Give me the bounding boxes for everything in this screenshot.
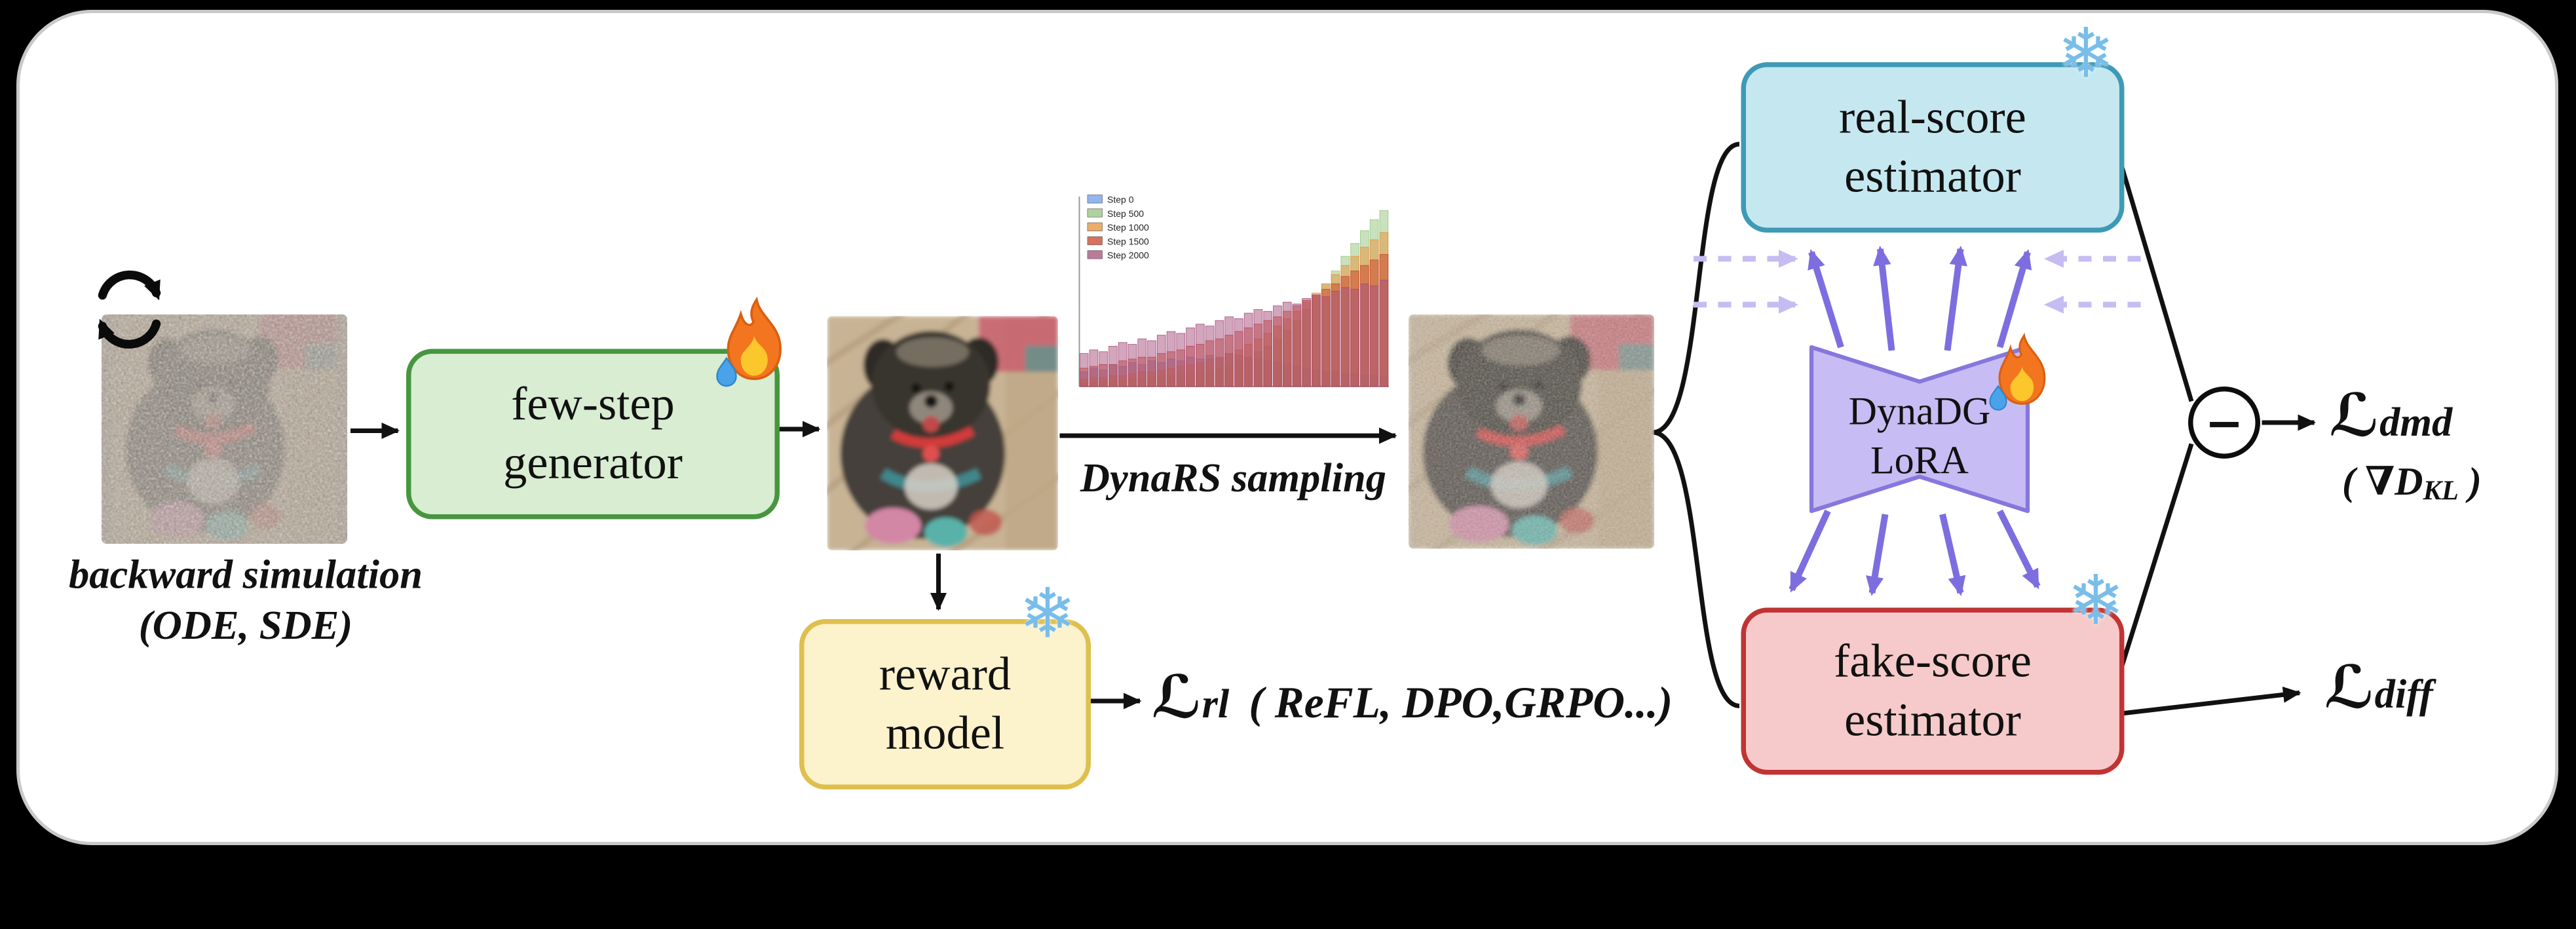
script-l: ℒ [2329, 383, 2380, 451]
real-label-line1: real-score [1839, 92, 2026, 144]
real-label-line2: estimator [1844, 151, 2021, 203]
reward-label-line2: model [885, 708, 1005, 760]
dmd-loss: ℒdmd ( ∇DKL ) [2329, 383, 2482, 508]
script-l: ℒ [2324, 655, 2375, 723]
score-difference-node: − [2188, 387, 2260, 459]
lora-label-line2: LoRA [1870, 440, 1969, 483]
dynars-sampling-label: DynaRS sampling [1080, 457, 1387, 502]
snowflake-icon: ❄ [1019, 573, 1077, 654]
rl-loss-note: ( ReFL, DPO,GRPO...) [1249, 678, 1673, 727]
diff-sub: diff [2374, 673, 2433, 718]
dmd-loss-symbol: ℒdmd [2329, 383, 2482, 451]
svg-text:Step 2000: Step 2000 [1107, 250, 1149, 261]
script-l: ℒ [1151, 665, 1202, 732]
fire-droplet-icon [716, 296, 782, 387]
noisy-input-image [102, 314, 347, 544]
fake-score-estimator-box: fake-score estimator [1741, 607, 2125, 775]
noised-sample-image [1409, 314, 1654, 549]
generator-label-line1: few-step [511, 378, 675, 431]
fire-droplet-icon [1989, 333, 2046, 411]
fake-label-line2: estimator [1844, 694, 2021, 747]
reward-model-box: reward model [799, 619, 1091, 789]
diff-loss: ℒdiff [2324, 655, 2433, 723]
snowflake-icon: ❄ [2057, 13, 2115, 94]
reward-label-line1: reward [879, 649, 1012, 701]
dmd-sub: dmd [2379, 401, 2453, 446]
dmd-loss-note: ( ∇DKL ) [2342, 462, 2482, 506]
real-score-estimator-box: real-score estimator [1741, 62, 2125, 233]
svg-text:Step 500: Step 500 [1107, 208, 1144, 219]
backward-caption-line2: (ODE, SDE) [138, 604, 353, 649]
svg-text:Step 1500: Step 1500 [1107, 236, 1149, 246]
fake-label-line1: fake-score [1834, 635, 2032, 688]
backward-caption-line1: backward simulation [68, 554, 423, 598]
cycle-arrows-icon [98, 271, 161, 349]
rl-loss: ℒrl ( ReFL, DPO,GRPO...) [1152, 665, 1673, 732]
backward-simulation-caption: backward simulation (ODE, SDE) [29, 550, 462, 652]
minus-icon: − [2205, 395, 2244, 450]
svg-text:Step 0: Step 0 [1107, 195, 1134, 205]
generated-sample-image [827, 316, 1059, 551]
rl-sub: rl [1202, 683, 1230, 728]
snowflake-icon: ❄ [2067, 560, 2125, 641]
generator-label-line2: generator [503, 437, 683, 490]
svg-text:Step 1000: Step 1000 [1107, 222, 1149, 233]
